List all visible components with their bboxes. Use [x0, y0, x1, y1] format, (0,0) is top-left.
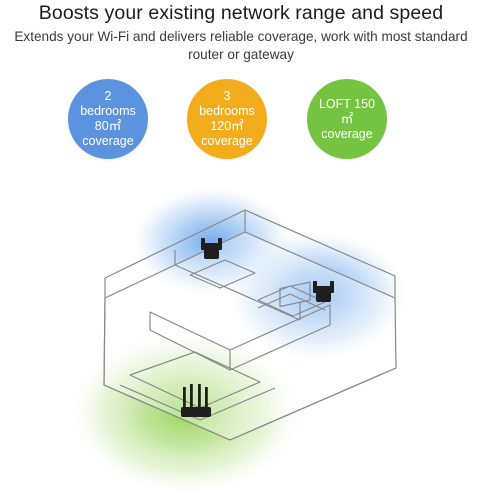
repeater-icon: [313, 281, 334, 302]
page-subtitle: Extends your Wi-Fi and delivers reliable…: [14, 29, 468, 62]
coverage-badge-three-bedrooms: 3 bedrooms 120㎡ coverage: [187, 79, 267, 159]
page-title: Boosts your existing network range and s…: [38, 2, 444, 24]
coverage-badge-two-bedrooms: 2 bedrooms 80㎡ coverage: [68, 79, 148, 159]
coverage-badge-label: LOFT 150 ㎡ coverage: [318, 96, 376, 141]
coverage-badge-label: 2 bedrooms 80㎡ coverage: [80, 89, 136, 148]
floorplan-illustration: [71, 187, 407, 494]
coverage-badge-label: 3 bedrooms 120㎡ coverage: [199, 89, 255, 148]
repeater-icon: [201, 238, 222, 259]
router-icon: [181, 384, 211, 417]
floorplan-walls: [103, 209, 397, 441]
coverage-badge-loft: LOFT 150 ㎡ coverage: [307, 79, 387, 159]
